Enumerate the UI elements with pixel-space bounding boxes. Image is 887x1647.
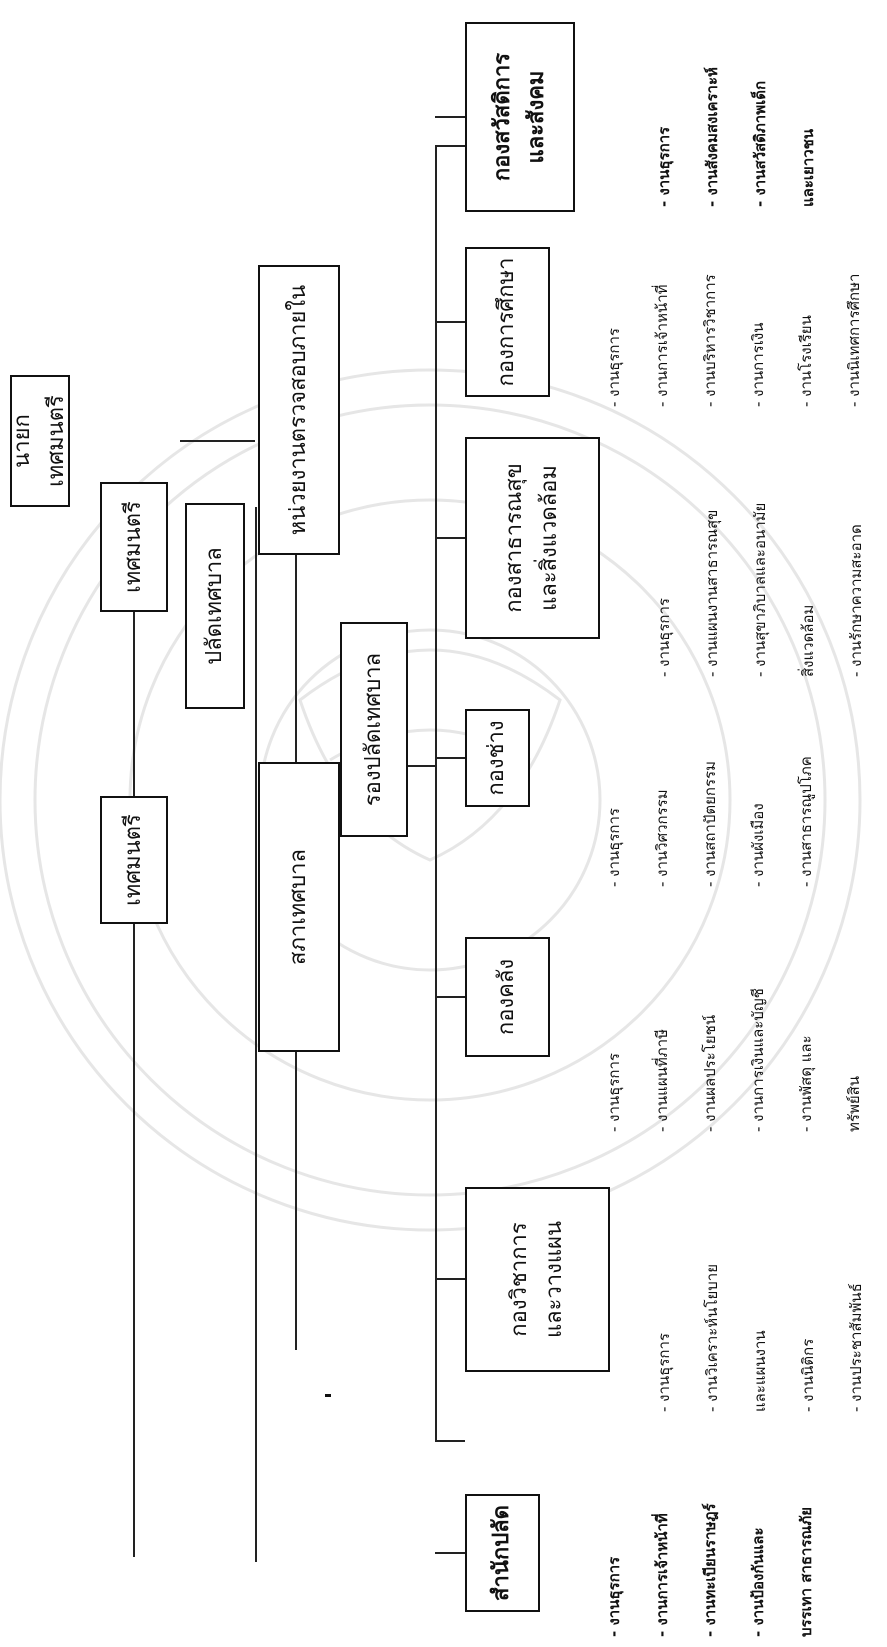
division-box-2: กองวิชาการ และวางแผน xyxy=(465,1187,610,1372)
task-item: - งานธุรการ xyxy=(604,1053,623,1132)
mayor-label: นายกเทศมนตรี xyxy=(9,395,69,487)
division-7-task-list: - งานธุรการ - งานสังคมสงเคราะห์ - งานสวั… xyxy=(640,67,832,207)
division-box-1: สำนักปลัด xyxy=(465,1494,540,1612)
connector-top-row xyxy=(133,507,135,1557)
task-item: - งานนิเทศการศึกษา xyxy=(844,273,863,407)
division-box-5: กองสาธารณสุข และสิ่งแวดล้อม xyxy=(465,437,600,639)
audit-label: หน่วยงานตรวจสอบภายใน xyxy=(285,284,311,536)
connector-clerk-row xyxy=(255,507,257,1562)
deputy-right-label: เทศมนตรี xyxy=(120,501,146,593)
division-3-task-list: - งานธุรการ - งานแผนที่ภาษี - งานผลประโย… xyxy=(590,988,878,1132)
task-item: - งานธุรการ xyxy=(604,1556,623,1637)
division-1-label: สำนักปลัด xyxy=(489,1505,515,1601)
task-item: - งานวิเคราะห์นโยบาย xyxy=(702,1263,721,1412)
task-item: - งานพัสดุ และ xyxy=(796,1035,815,1132)
task-item: - งานธุรการ xyxy=(654,1333,673,1412)
task-item: - งานสุขาภิบาลและอนามัย xyxy=(750,502,769,677)
division-box-4: กองช่าง xyxy=(465,709,530,807)
division-drop-line xyxy=(435,321,465,323)
division-5-label-a: กองสาธารณสุข xyxy=(502,463,528,613)
division-7-label-b: และสังคม xyxy=(524,70,549,164)
drop-1 xyxy=(435,1440,465,1442)
task-item: - งานบริหารวิชาการ xyxy=(700,274,719,407)
task-item: - งานผลประโยชน์ xyxy=(700,1014,719,1132)
clerk-box: ปลัดเทศบาล xyxy=(185,503,245,709)
drop-7 xyxy=(435,145,465,147)
task-item: - งานแผนงานสาธารณสุข xyxy=(702,509,721,677)
division-drop-line xyxy=(435,757,465,759)
task-item: - งานการเงินและบัญชี xyxy=(748,988,767,1132)
task-item: - งานรักษาความสะอาด xyxy=(846,524,865,677)
task-item: - งานนิติกร xyxy=(798,1338,817,1412)
task-item: - งานผังเมือง xyxy=(748,803,767,887)
deputy-clerk-label: รองปลัดเทศบาล xyxy=(360,652,386,807)
task-item: - งานการเงิน xyxy=(748,322,767,407)
division-2-task-list: - งานธุรการ - งานวิเคราะห์นโยบาย และแผนง… xyxy=(640,1264,880,1412)
division-drop-line xyxy=(435,116,465,118)
deputy-left-label: เทศมนตรี xyxy=(120,814,146,906)
deputy-mayor-right-box: เทศมนตรี xyxy=(100,482,168,612)
division-drop-line xyxy=(435,996,465,998)
council-label: สภาเทศบาล xyxy=(285,848,311,966)
deputy-clerk-box: รองปลัดเทศบาล xyxy=(340,622,408,837)
division-2-label-b: และวางแผน xyxy=(541,1220,567,1339)
task-item: - งานสาธารณูปโภค xyxy=(796,756,815,887)
task-item: - งานการเจ้าหน้าที่ xyxy=(652,284,671,407)
task-item: - งานการเจ้าหน้าที่ xyxy=(652,1513,671,1637)
division-4-task-list: - งานธุรการ - งานวิศวกรรม - งานสถาปัตยกร… xyxy=(590,756,830,887)
task-item: - งานสวัสดิภาพเด็ก xyxy=(750,80,769,207)
task-item: - งานธุรการ xyxy=(654,126,673,207)
task-item: - งานแผนที่ภาษี xyxy=(652,1029,671,1132)
mayor-box: นายกเทศมนตรี xyxy=(10,375,70,507)
division-drop-line xyxy=(435,1278,465,1281)
division-drop-line xyxy=(435,537,465,539)
task-item: - งานธุรการ xyxy=(604,328,623,407)
division-7-label-a: กองสวัสดิการ xyxy=(489,52,515,182)
division-6-label: กองการศึกษา xyxy=(494,257,520,387)
division-2-label-a: กองวิชาการ xyxy=(507,1222,533,1337)
division-drop-line xyxy=(435,1552,465,1554)
task-item: และแผนงาน xyxy=(750,1330,769,1412)
ink-dot xyxy=(325,1394,331,1397)
task-item: - งานสังคมสงเคราะห์ xyxy=(702,67,721,207)
task-item: - งานทะเบียนราษฎร์ xyxy=(700,1503,719,1637)
task-item: บรรเทา สาธารณภัย xyxy=(796,1506,815,1637)
division-3-label: กองคลัง xyxy=(494,958,520,1036)
task-item: - งานสถาปัตยกรรม xyxy=(700,761,719,887)
division-box-7: กองสวัสดิการ และสังคม xyxy=(465,22,575,212)
task-item: และเยาวชน xyxy=(798,128,817,207)
division-5-label-b: และสิ่งแวดล้อม xyxy=(536,465,562,611)
division-1-task-list: - งานธุรการ - งานการเจ้าหน้าที่ - งานทะเ… xyxy=(590,1503,830,1637)
municipal-council-box: สภาเทศบาล xyxy=(258,762,340,1052)
audit-unit-box: หน่วยงานตรวจสอบภายใน xyxy=(258,265,340,555)
task-item: - งานโรงเรียน xyxy=(796,315,815,407)
task-item: ทรัพย์สิน xyxy=(844,1075,863,1132)
division-5-task-list: - งานธุรการ - งานแผนงานสาธารณสุข - งานสุ… xyxy=(640,503,880,677)
division-box-6: กองการศึกษา xyxy=(465,247,550,397)
task-item: - งานป้องกันและ xyxy=(748,1527,767,1637)
connector-divisions-bus xyxy=(435,147,437,1442)
task-item: สิ่งแวดล้อม xyxy=(798,604,817,677)
division-box-3: กองคลัง xyxy=(465,937,550,1057)
deputy-mayor-left-box: เทศมนตรี xyxy=(100,796,168,924)
task-item: - งานประชาสัมพันธ์ xyxy=(846,1283,865,1412)
division-6-task-list: - งานธุรการ - งานการเจ้าหน้าที่ - งานบริ… xyxy=(590,274,878,407)
task-item: - งานวิศวกรรม xyxy=(652,789,671,887)
division-4-label: กองช่าง xyxy=(484,720,510,796)
connector-mayor-clerk xyxy=(180,440,255,442)
clerk-label: ปลัดเทศบาล xyxy=(201,547,227,665)
task-item: - งานธุรการ xyxy=(654,598,673,677)
task-item: - งานธุรการ xyxy=(604,808,623,887)
